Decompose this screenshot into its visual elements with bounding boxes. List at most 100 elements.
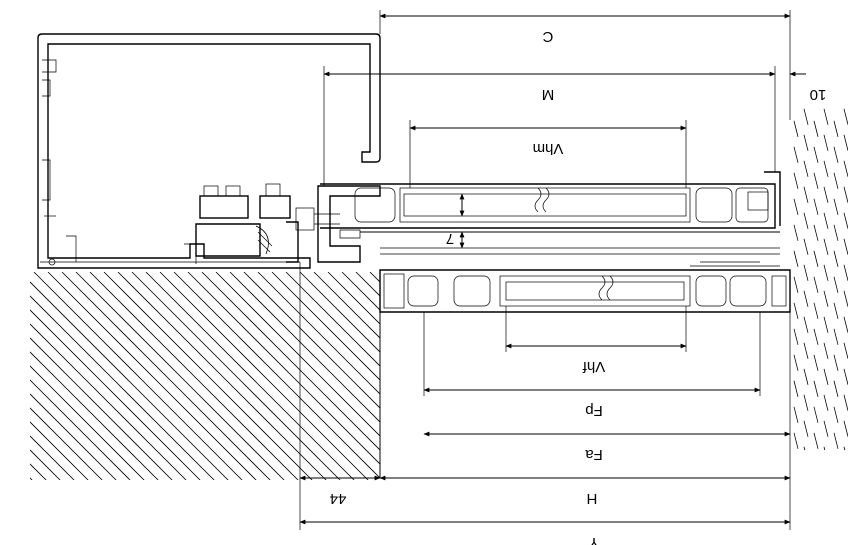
label-c: C — [542, 28, 553, 45]
hatch-line — [243, 272, 380, 480]
hatch-dash — [843, 238, 848, 255]
hatch-line — [30, 272, 231, 480]
hatch-line — [33, 272, 245, 480]
hatch-dash — [833, 302, 839, 319]
label-h: H — [587, 490, 598, 507]
label-ten: 10 — [810, 86, 827, 103]
hatch-dash — [833, 172, 839, 189]
hatch-line — [30, 272, 77, 480]
hatch-dash — [843, 134, 848, 151]
hatch-line — [313, 272, 380, 480]
hatch-dash — [793, 198, 799, 215]
hatch-dash — [843, 290, 848, 307]
hatch-dash — [803, 160, 809, 177]
hatch-dash — [833, 354, 839, 371]
hatch-dash — [833, 120, 839, 137]
hatch-dash — [793, 328, 799, 345]
hatch-dash — [843, 446, 846, 450]
hatch-dash — [833, 224, 839, 241]
hatch-dash — [823, 446, 826, 450]
hatch-dash — [843, 212, 848, 229]
label-vhm: Vhm — [533, 140, 564, 157]
dimension-lines — [299, 10, 806, 530]
hatch-line — [285, 272, 380, 480]
hatch-dash — [813, 276, 819, 293]
hatch-dash — [803, 394, 809, 411]
hatch-dash — [843, 160, 848, 177]
hatch-line — [30, 272, 119, 480]
hatch-line — [201, 272, 380, 480]
hatch-dash — [793, 172, 799, 189]
hatch-line — [30, 272, 63, 480]
label-fortyfour: 44 — [330, 490, 347, 507]
label-fp: Fp — [585, 402, 603, 419]
hatch-line — [145, 272, 357, 480]
hatch-dash — [803, 316, 809, 333]
hatch-dash — [843, 186, 848, 203]
hatch-dash — [833, 380, 839, 397]
hatch-dash — [803, 186, 809, 203]
hatch-dash — [793, 302, 799, 319]
hatch-dash — [803, 264, 809, 281]
hatch-line — [0, 272, 20, 482]
hatch-line — [30, 272, 161, 480]
hatch-dash — [803, 446, 806, 450]
hatch-dash — [833, 250, 839, 267]
hatch-line — [30, 272, 133, 480]
upper-sash-profile — [320, 171, 781, 255]
label-seven: 7 — [446, 230, 454, 247]
hatch-dash — [843, 420, 848, 437]
hatch-dash — [793, 354, 799, 371]
hatch-dash — [833, 198, 839, 215]
hatch-line — [30, 272, 189, 480]
hatch-dash — [813, 432, 819, 449]
hatch-dash — [794, 459, 798, 475]
hatch-dash — [823, 368, 829, 385]
hatch-dash — [843, 342, 848, 359]
hatch-dash — [823, 238, 829, 255]
hatch-dash — [833, 328, 839, 345]
hatch-dash — [823, 186, 829, 203]
hatch-dash — [823, 290, 829, 307]
hatch-line — [327, 272, 380, 480]
label-vhf: Vhf — [582, 358, 605, 375]
hatch-dash — [813, 120, 819, 137]
hatch-dash — [843, 368, 848, 385]
hatch-dash — [793, 276, 799, 293]
hatch-dash — [793, 224, 799, 241]
hatch-dash — [843, 108, 848, 125]
hatch-dash — [803, 368, 809, 385]
hatch-dash — [843, 264, 848, 281]
label-fa: Fa — [585, 446, 603, 463]
hatch-dash — [793, 250, 799, 267]
hatch-dash — [823, 264, 829, 281]
hatch-dash — [793, 380, 799, 397]
hatch-line — [355, 272, 380, 480]
hatch-dash — [833, 432, 839, 449]
wall-hatching — [0, 272, 380, 482]
hatch-line — [369, 272, 380, 480]
hatch-line — [299, 272, 380, 480]
lower-sash-profile — [379, 261, 791, 313]
hatch-line — [215, 272, 380, 480]
hatch-dash — [793, 120, 799, 137]
hatch-line — [61, 272, 273, 480]
hatch-line — [30, 272, 203, 480]
hatch-line — [131, 272, 343, 480]
hatch-dash — [813, 172, 819, 189]
hatch-line — [75, 272, 287, 480]
hatch-dash — [823, 160, 829, 177]
hatch-dash — [803, 342, 809, 359]
hatch-line — [229, 272, 380, 480]
hatch-dash — [833, 406, 839, 423]
hatch-line — [30, 272, 147, 480]
hatch-dash — [823, 212, 829, 229]
hatch-dash — [823, 420, 829, 437]
hatch-dash — [813, 302, 819, 319]
hatch-dash — [833, 146, 839, 163]
hatch-dash — [823, 134, 829, 151]
hatch-dash — [823, 108, 829, 125]
hatch-dash — [843, 394, 848, 411]
label-y: Y — [589, 534, 599, 545]
